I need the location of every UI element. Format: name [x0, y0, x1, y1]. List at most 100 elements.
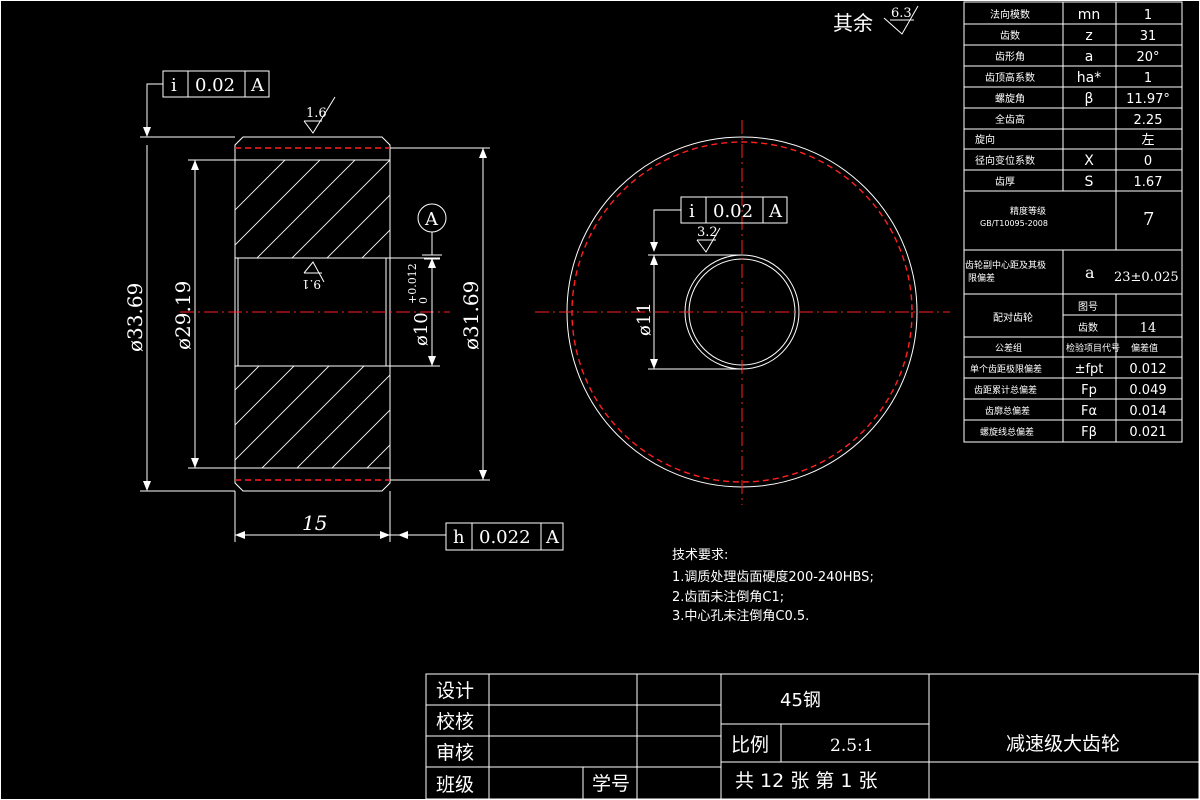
param-row-name: 齿厚 [995, 176, 1015, 188]
precision-val: 7 [1143, 209, 1154, 230]
title-review: 审核 [436, 742, 474, 764]
param-row-val: 1 [1144, 71, 1152, 86]
param-row-sym: a [1085, 49, 1094, 65]
title-scale-val: 2.5:1 [830, 736, 874, 756]
dim-bore-tol-lower: 0 [417, 297, 430, 304]
front-dim-bore: ø11 [634, 254, 742, 370]
dim-width: 15 [234, 491, 412, 542]
dev-row-val: 0.049 [1129, 383, 1166, 398]
dim-root-text: ø29.19 [171, 281, 195, 350]
param-row-val: 1 [1144, 8, 1152, 23]
header-c2: 检验项目代号 [1066, 342, 1120, 354]
param-row-sym: mn [1078, 7, 1101, 23]
hatch-bottom [235, 366, 390, 468]
surface-roughness-note: 其余 6.3 [833, 5, 919, 35]
center-val: 23±0.025 [1114, 270, 1179, 285]
param-row-val: 0 [1144, 154, 1152, 169]
dev-row-name: 螺旋线总偏差 [980, 426, 1034, 438]
header-c1: 公差组 [995, 342, 1022, 354]
param-row-name: 齿数 [1000, 29, 1020, 42]
dim-outer-diameter: ø33.69 [123, 136, 235, 492]
tech-req-title: 技术要求: [672, 548, 728, 563]
dim-bore-diameter: ø10 +0.012 0 [386, 257, 440, 367]
dev-row-sym: Fα [1081, 404, 1097, 419]
front-roughness-value: 3.2 [697, 225, 718, 240]
precision-std: GB/T10095-2008 [980, 219, 1048, 228]
param-row-val: 2.25 [1134, 113, 1163, 128]
surface-note-value: 6.3 [891, 6, 912, 21]
tech-req-item: 2.齿面未注倒角C1; [672, 590, 784, 605]
title-sheets: 共 12 张 第 1 张 [735, 770, 877, 792]
dev-row-sym: ±fpt [1075, 362, 1104, 377]
precision-label: 精度等级 [1010, 205, 1046, 217]
front-tol-value: 0.02 [713, 201, 753, 222]
front-tol-symbol: i [689, 201, 695, 222]
dim-outer-text: ø33.69 [123, 283, 147, 352]
dim-width-text: 15 [302, 511, 327, 535]
param-row-name: 齿顶高系数 [985, 71, 1035, 84]
mate-label: 配对齿轮 [993, 311, 1033, 324]
param-row-name: 径向变位系数 [975, 154, 1035, 167]
center-sym: a [1085, 263, 1095, 282]
datum-a-marker: A [417, 203, 447, 260]
title-check: 校核 [436, 711, 474, 733]
dim-pitch-text: ø31.69 [459, 281, 483, 350]
param-row-val: 1.67 [1134, 175, 1163, 190]
front-tol-datum: A [768, 201, 783, 222]
param-row-val: 31 [1140, 29, 1157, 44]
title-scale-label: 比例 [731, 734, 769, 756]
dev-row-sym: Fβ [1081, 425, 1097, 440]
tolerance-frame-bottom: h 0.022 A [398, 522, 564, 551]
param-row-sym: X [1084, 153, 1094, 169]
roughness-inner-value: 9.1 [302, 277, 321, 291]
tolerance-frame-top: i 0.02 A [143, 70, 270, 137]
surface-note-label: 其余 [833, 11, 873, 35]
front-tolerance-frame: i 0.02 A [650, 196, 788, 252]
dev-row-val: 0.012 [1129, 362, 1166, 377]
mate-key: 齿数 [1078, 321, 1098, 334]
param-row-name: 螺旋角 [995, 92, 1025, 105]
dev-row-name: 单个齿距极限偏差 [970, 363, 1042, 375]
roughness-mark-inner: 9.1 [302, 261, 325, 291]
title-student-no: 学号 [592, 773, 630, 795]
param-row-val: 20° [1136, 50, 1159, 65]
title-class: 班级 [436, 774, 474, 796]
param-row-val: 左 [1141, 133, 1154, 148]
param-row-sym: β [1085, 91, 1094, 107]
dev-row-val: 0.021 [1129, 425, 1166, 440]
dev-row-name: 齿距累计总偏差 [974, 384, 1037, 396]
mate-key: 图号 [1078, 301, 1098, 313]
center-label-2: 限偏差 [968, 272, 995, 284]
front-view: i 0.02 A 3.2 ø11 [535, 120, 950, 505]
dev-row-val: 0.014 [1129, 404, 1166, 419]
tol-top-datum: A [250, 75, 265, 96]
param-row-sym: ha* [1077, 70, 1101, 86]
tol-top-symbol: i [171, 75, 177, 96]
gear-outline [234, 136, 391, 492]
param-row-name: 旋向 [975, 133, 995, 146]
header-c3: 偏差值 [1131, 342, 1158, 354]
param-row-name: 法向模数 [990, 8, 1030, 21]
dim-root-diameter: ø29.19 [171, 159, 235, 469]
dev-row-name: 齿廓总偏差 [985, 405, 1030, 417]
center-label-1: 齿轮副中心距及其极 [965, 259, 1046, 271]
title-design: 设计 [436, 680, 474, 702]
front-roughness-mark: 3.2 [696, 225, 721, 253]
tol-bottom-symbol: h [453, 527, 465, 548]
roughness-top-value: 1.6 [306, 106, 327, 121]
roughness-mark-top: 1.6 [303, 96, 336, 134]
tech-req-item: 1.调质处理齿面硬度200-240HBS; [672, 569, 874, 585]
dim-bore-text: ø10 [411, 312, 432, 346]
mate-val: 14 [1140, 321, 1157, 336]
tol-bottom-datum: A [545, 527, 560, 548]
dim-pitch-diameter: ø31.69 [390, 147, 490, 481]
title-part-name: 减速级大齿轮 [1006, 733, 1120, 755]
tol-top-value: 0.02 [195, 75, 235, 96]
technical-requirements: 技术要求: 1.调质处理齿面硬度200-240HBS; 2.齿面未注倒角C1; … [672, 548, 874, 624]
title-block: 设计 校核 审核 班级 学号 45钢 比例 2.5:1 共 12 张 第 1 张… [425, 673, 1200, 800]
section-view: i 0.02 A 1.6 9.1 A [123, 70, 564, 551]
tech-req-item: 3.中心孔未注倒角C0.5. [672, 609, 809, 624]
tol-bottom-value: 0.022 [479, 527, 531, 548]
param-row-sym: z [1085, 28, 1092, 44]
